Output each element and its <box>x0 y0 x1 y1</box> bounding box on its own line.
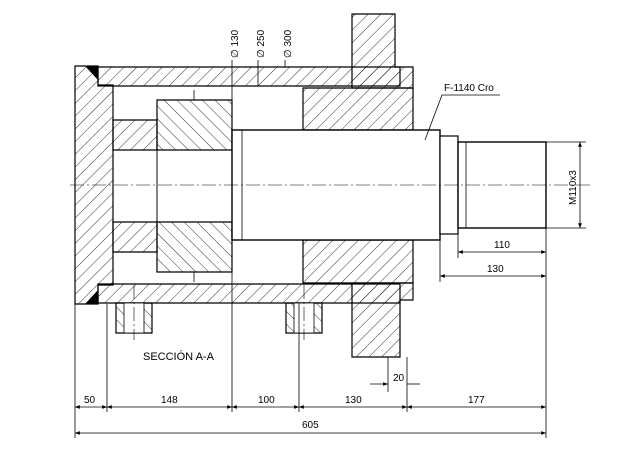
material-label: F-1140 Cro <box>444 83 494 94</box>
diameter-250-label: ∅ 250 <box>256 29 267 58</box>
diameter-300-label: ∅ 300 <box>283 29 294 58</box>
diameter-130-label: ∅ 130 <box>230 29 241 58</box>
dim-148-label: 148 <box>161 395 178 406</box>
dim-177-label: 177 <box>468 395 485 406</box>
bottom-dimension-chain: 50 148 100 130 177 605 <box>74 240 547 438</box>
rear-port <box>115 285 153 340</box>
dim-20: 20 <box>370 357 420 392</box>
dim-50-label: 50 <box>84 395 96 406</box>
thread-dimension: M110x3 <box>546 141 586 229</box>
rod-end-dimensions: 110 130 <box>439 228 547 282</box>
material-callout: F-1140 Cro <box>424 83 500 141</box>
dim-130-rod-label: 130 <box>487 264 504 275</box>
dim-605-label: 605 <box>302 420 319 431</box>
front-head <box>302 13 414 358</box>
piston <box>156 90 233 282</box>
piston-nut <box>112 119 158 253</box>
barrel-wall-top <box>85 66 401 87</box>
dim-20-label: 20 <box>393 373 405 384</box>
section-label: SECCIÓN A-A <box>143 350 215 363</box>
dim-110-label: 110 <box>494 240 510 251</box>
thread-label: M110x3 <box>568 170 579 205</box>
dim-130-label: 130 <box>345 395 362 406</box>
diameter-dimensions: ∅ 130 ∅ 250 ∅ 300 <box>230 29 294 130</box>
dim-100-label: 100 <box>258 395 275 406</box>
